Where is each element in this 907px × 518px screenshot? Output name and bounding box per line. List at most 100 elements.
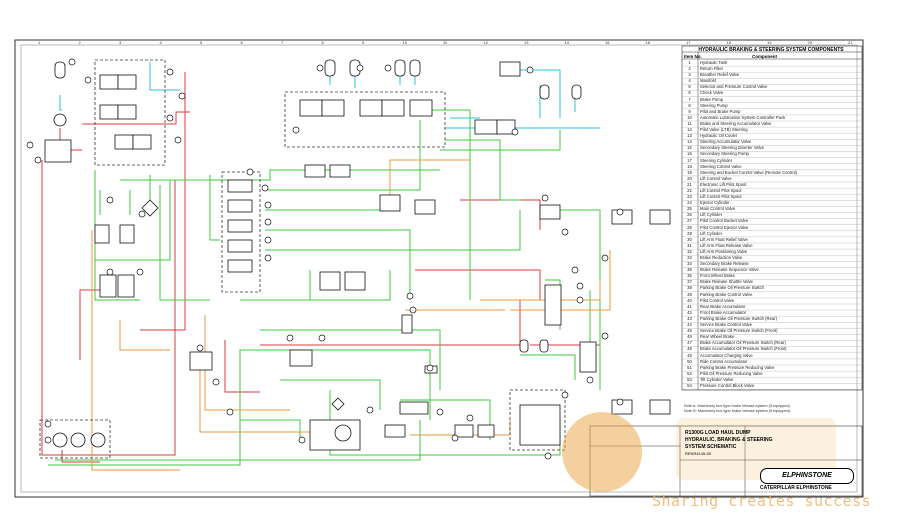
- inner-border: [20, 44, 858, 493]
- component-table-frame: [681, 45, 863, 391]
- grid-column-number: 14: [564, 40, 569, 45]
- grid-column-number: 18: [726, 40, 731, 45]
- component-row: 52 Pilot Oil Pressure Reducing Valve: [685, 371, 861, 377]
- callout-balloon: [318, 334, 326, 342]
- component-name: Pilot Oil Pressure Reducing Valve: [700, 370, 763, 376]
- component-row: 51 Parking Brake Pressure Reducing Valve: [685, 365, 861, 371]
- component-name: Parking Brake Control Valve: [700, 291, 753, 297]
- component-name: Pilot Control Ejector Valve: [700, 224, 749, 230]
- component-number: 14: [687, 139, 692, 145]
- component-number: 24: [687, 200, 692, 206]
- grid-column-number: 3: [119, 40, 122, 45]
- component-name: Lift Control Pilot Spool: [700, 194, 742, 200]
- grid-column-number: 6: [240, 40, 243, 45]
- component-boundaries: [39, 59, 566, 459]
- component-name: Check Valve: [700, 90, 724, 96]
- component-name: Secondary Steering Diverter Valve: [700, 145, 764, 151]
- component-name: Steering Control Valve: [700, 163, 742, 169]
- component-number: 4: [688, 78, 691, 84]
- callout-balloon: [106, 196, 114, 204]
- component-number: 1: [688, 60, 691, 65]
- component-number: 26: [687, 212, 692, 218]
- callout-balloon: [466, 414, 474, 422]
- pump-symbols: [52, 113, 352, 448]
- outer-border: [14, 39, 864, 498]
- component-header: Component: [752, 54, 777, 59]
- callout-balloon: [166, 114, 174, 122]
- component-number: 39: [687, 291, 692, 297]
- callout-balloon: [44, 436, 52, 444]
- component-number: 10: [687, 114, 692, 120]
- component-name: Manifold: [700, 78, 716, 84]
- callout-balloon: [541, 194, 549, 202]
- component-number: 35: [687, 267, 692, 273]
- component-name: Brake Release Sequence Valve: [700, 267, 759, 273]
- schematic-notes: Note A: Machinery box type brake release…: [684, 404, 859, 414]
- note-a: Note A: Machinery box type brake release…: [684, 404, 791, 408]
- callout-balloon: [616, 208, 624, 216]
- callout-balloon: [246, 168, 254, 176]
- watermark-text: Sharing creates success: [652, 492, 872, 510]
- item-number-header: Item No.: [684, 54, 702, 59]
- component-number: 8: [688, 102, 691, 108]
- component-number: 25: [687, 206, 692, 212]
- grid-column-number: 16: [645, 40, 650, 45]
- component-number: 52: [687, 370, 692, 376]
- component-number: 46: [687, 334, 692, 340]
- callout-balloon: [426, 364, 434, 372]
- accumulator-symbols: [54, 59, 582, 411]
- grid-column-number: 5: [200, 40, 203, 45]
- callout-balloon: [601, 332, 609, 340]
- brake-valve-boundary: [509, 389, 566, 451]
- callout-balloon: [84, 76, 92, 84]
- title-block: R1300G LOAD HAUL DUMP HYDRAULIC, BRAKING…: [685, 430, 907, 498]
- component-name: Brake Release Shuttle Valve: [700, 279, 753, 285]
- component-name: Secondary Brake Release: [700, 261, 749, 267]
- callout-balloon: [571, 266, 579, 274]
- component-table-rows: [682, 65, 862, 390]
- callout-balloon: [576, 296, 584, 304]
- component-name: Service Brake Oil Pressure Switch (Front…: [700, 328, 778, 334]
- component-name: Secondary Steering Pump: [700, 151, 749, 157]
- component-number: 7: [688, 96, 691, 102]
- callout-balloon: [44, 420, 52, 428]
- component-number: 51: [687, 364, 692, 370]
- callout-balloon: [138, 210, 146, 218]
- component-number: 15: [687, 145, 692, 151]
- component-table-title: HYDRAULIC BRAKING & STEERING SYSTEM COMP…: [698, 47, 844, 53]
- component-number: 31: [687, 242, 692, 248]
- document-number: RENR4145-00: [685, 451, 712, 456]
- brand-logo: ELPHINSTONE: [760, 468, 854, 484]
- callout-balloon: [136, 268, 144, 276]
- component-number: 21: [687, 181, 692, 187]
- component-number: 2: [688, 66, 691, 72]
- component-row: 4 Manifold: [685, 78, 861, 84]
- callout-balloon: [292, 126, 300, 134]
- component-number: 27: [687, 218, 692, 224]
- callout-balloon: [298, 436, 306, 444]
- callout-balloon: [436, 408, 444, 416]
- callout-balloon: [264, 236, 272, 244]
- grid-column-number: 15: [605, 40, 610, 45]
- component-number: 42: [687, 309, 692, 315]
- callout-balloon: [544, 452, 552, 460]
- grid-column-number: 1: [38, 40, 41, 45]
- component-number: 44: [687, 322, 692, 328]
- component-name: Parking Brake Pressure Reducing Valve: [700, 364, 775, 370]
- callout-balloon: [511, 128, 519, 136]
- component-number: 50: [687, 358, 692, 364]
